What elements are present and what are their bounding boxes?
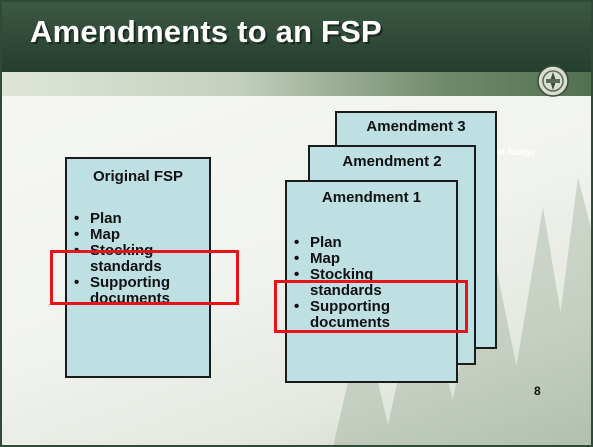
- amendment-1-list: Plan Map Stocking standards Supporting d…: [293, 235, 453, 331]
- title-bar: Amendments to an FSP: [0, 0, 593, 72]
- stocking-standards-highlight-amendment: [274, 280, 468, 333]
- list-item: Plan: [73, 211, 209, 228]
- amendment-2-title: Amendment 2: [342, 153, 442, 170]
- bc-crest-logo: [537, 65, 569, 97]
- amendment-3-title: Amendment 3: [366, 118, 466, 135]
- original-fsp-title: Original FSP: [92, 168, 183, 185]
- amendment-1-title: Amendment 1: [321, 189, 422, 206]
- original-fsp-list: Plan Map Stocking standards Supporting d…: [73, 211, 209, 307]
- original-fsp-card: Original FSP Plan Map Stocking standards…: [65, 157, 211, 378]
- list-item: Map: [73, 227, 209, 244]
- stocking-standards-highlight-original: [50, 250, 239, 305]
- list-item: Supporting documents: [293, 299, 428, 331]
- header-strip: Ministry of Forests and Range: [0, 72, 593, 157]
- list-item: Plan: [293, 235, 453, 252]
- list-item: Stocking standards: [293, 267, 414, 299]
- page-number: 8: [534, 384, 541, 398]
- slide-title: Amendments to an FSP: [30, 14, 382, 49]
- list-item: Map: [293, 251, 453, 268]
